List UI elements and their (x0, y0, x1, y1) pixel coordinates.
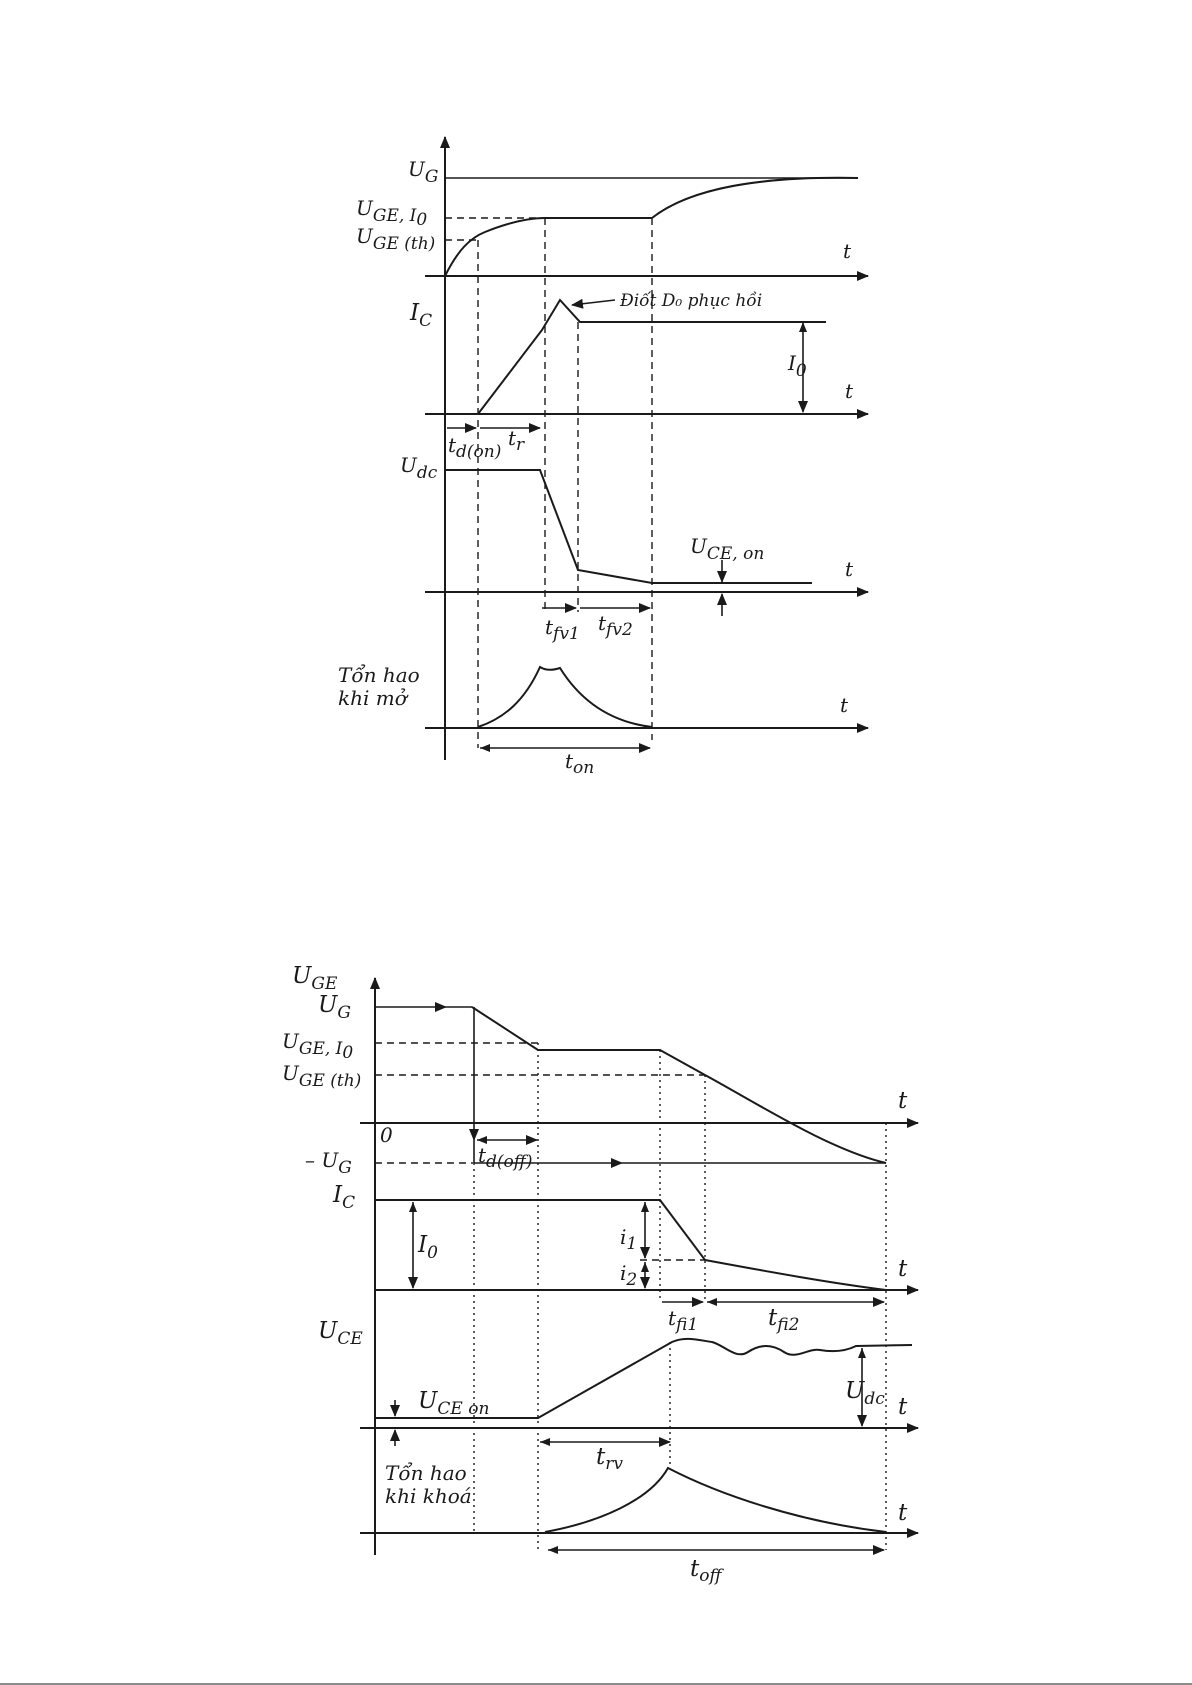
minus-ug-label: – UG (305, 1148, 352, 1178)
turn-on-loss-line2: khi mở (338, 686, 409, 710)
t-axis-3-label: t (845, 557, 854, 581)
td-off-label: td(off) (478, 1143, 532, 1172)
turn-off-loss-curve (545, 1468, 886, 1532)
tr-label: tr (508, 426, 525, 455)
ic-waveform (445, 300, 826, 414)
turn-off-loss-panel: Tổn hao khi khoá t toff (360, 1461, 918, 1586)
diode-recovery-note: Điốt D₀ phục hồi (619, 291, 762, 311)
turn-off-loss-line2: khi khoá (385, 1484, 472, 1508)
ic-label: IC (409, 300, 432, 331)
uce-waveform (445, 470, 812, 583)
io-off-label: I0 (417, 1232, 438, 1263)
uge-axis-label: UGE (292, 963, 338, 994)
turn-on-loss-panel: Tổn hao khi mở t ton (338, 663, 868, 778)
uce-on-label: UCE, on (690, 534, 764, 564)
diode-note-arrow (572, 300, 615, 305)
t-axis-4-label: t (840, 693, 849, 717)
tfv1-label: tfv1 (545, 615, 580, 644)
t-axis-off-2-label: t (898, 1256, 908, 1282)
trv-label: trv (596, 1444, 623, 1474)
tfi2-label: tfi2 (768, 1305, 799, 1335)
turn-off-gate-voltage-panel: UGE UG UGE, I0 UGE (th) t 0 – UG td(off) (282, 963, 918, 1178)
turn-on-uce-panel: Udc t UCE, on tfv1 tfv2 (400, 453, 868, 644)
ug-label: UG (408, 157, 438, 187)
i1-label: i1 (620, 1225, 637, 1254)
uge-io-off-label: UGE, I0 (282, 1029, 353, 1063)
i2-label: i2 (620, 1261, 637, 1290)
t-axis-off-4-label: t (898, 1500, 908, 1526)
udc-label: Udc (400, 453, 438, 483)
turn-off-collector-current-panel: IC t I0 i1 i2 tfi1 tfi2 (332, 1182, 918, 1335)
io-label: I0 (787, 351, 807, 381)
t-axis-off-1-label: t (898, 1088, 908, 1114)
uce-off-label: UCE (318, 1318, 363, 1349)
toff-label: toff (690, 1556, 724, 1586)
uge-th-off-label: UGE (th) (282, 1061, 361, 1091)
turn-off-diagram: UGE UG UGE, I0 UGE (th) t 0 – UG td(off) (282, 963, 918, 1586)
ton-label: ton (565, 749, 594, 778)
ug-off-label: UG (318, 992, 351, 1023)
turn-on-loss-line1: Tổn hao (338, 663, 420, 687)
t-axis-1-label: t (843, 239, 852, 263)
turn-off-uce-panel: UCE t UCE on Udc trv (318, 1318, 918, 1474)
td-on-label: td(on) (448, 433, 501, 462)
turn-on-gate-voltage-panel: t UG UGE, I0 UGE (th) (356, 157, 868, 276)
t-axis-2-label: t (845, 379, 854, 403)
ic-off-label: IC (332, 1182, 355, 1213)
t-axis-off-3-label: t (898, 1394, 908, 1420)
tfv2-label: tfv2 (598, 611, 633, 640)
turn-on-diagram: t UG UGE, I0 UGE (th) IC t Điốt D₀ phục … (338, 137, 868, 778)
turn-off-loss-line1: Tổn hao (385, 1461, 467, 1485)
turn-on-loss-curve (478, 667, 652, 727)
tfi1-label: tfi1 (668, 1306, 698, 1335)
zero-label: 0 (380, 1123, 393, 1147)
uge-waveform (445, 178, 858, 276)
udc-off-label: Udc (845, 1378, 885, 1409)
uce-on-off-label: UCE on (418, 1388, 489, 1419)
